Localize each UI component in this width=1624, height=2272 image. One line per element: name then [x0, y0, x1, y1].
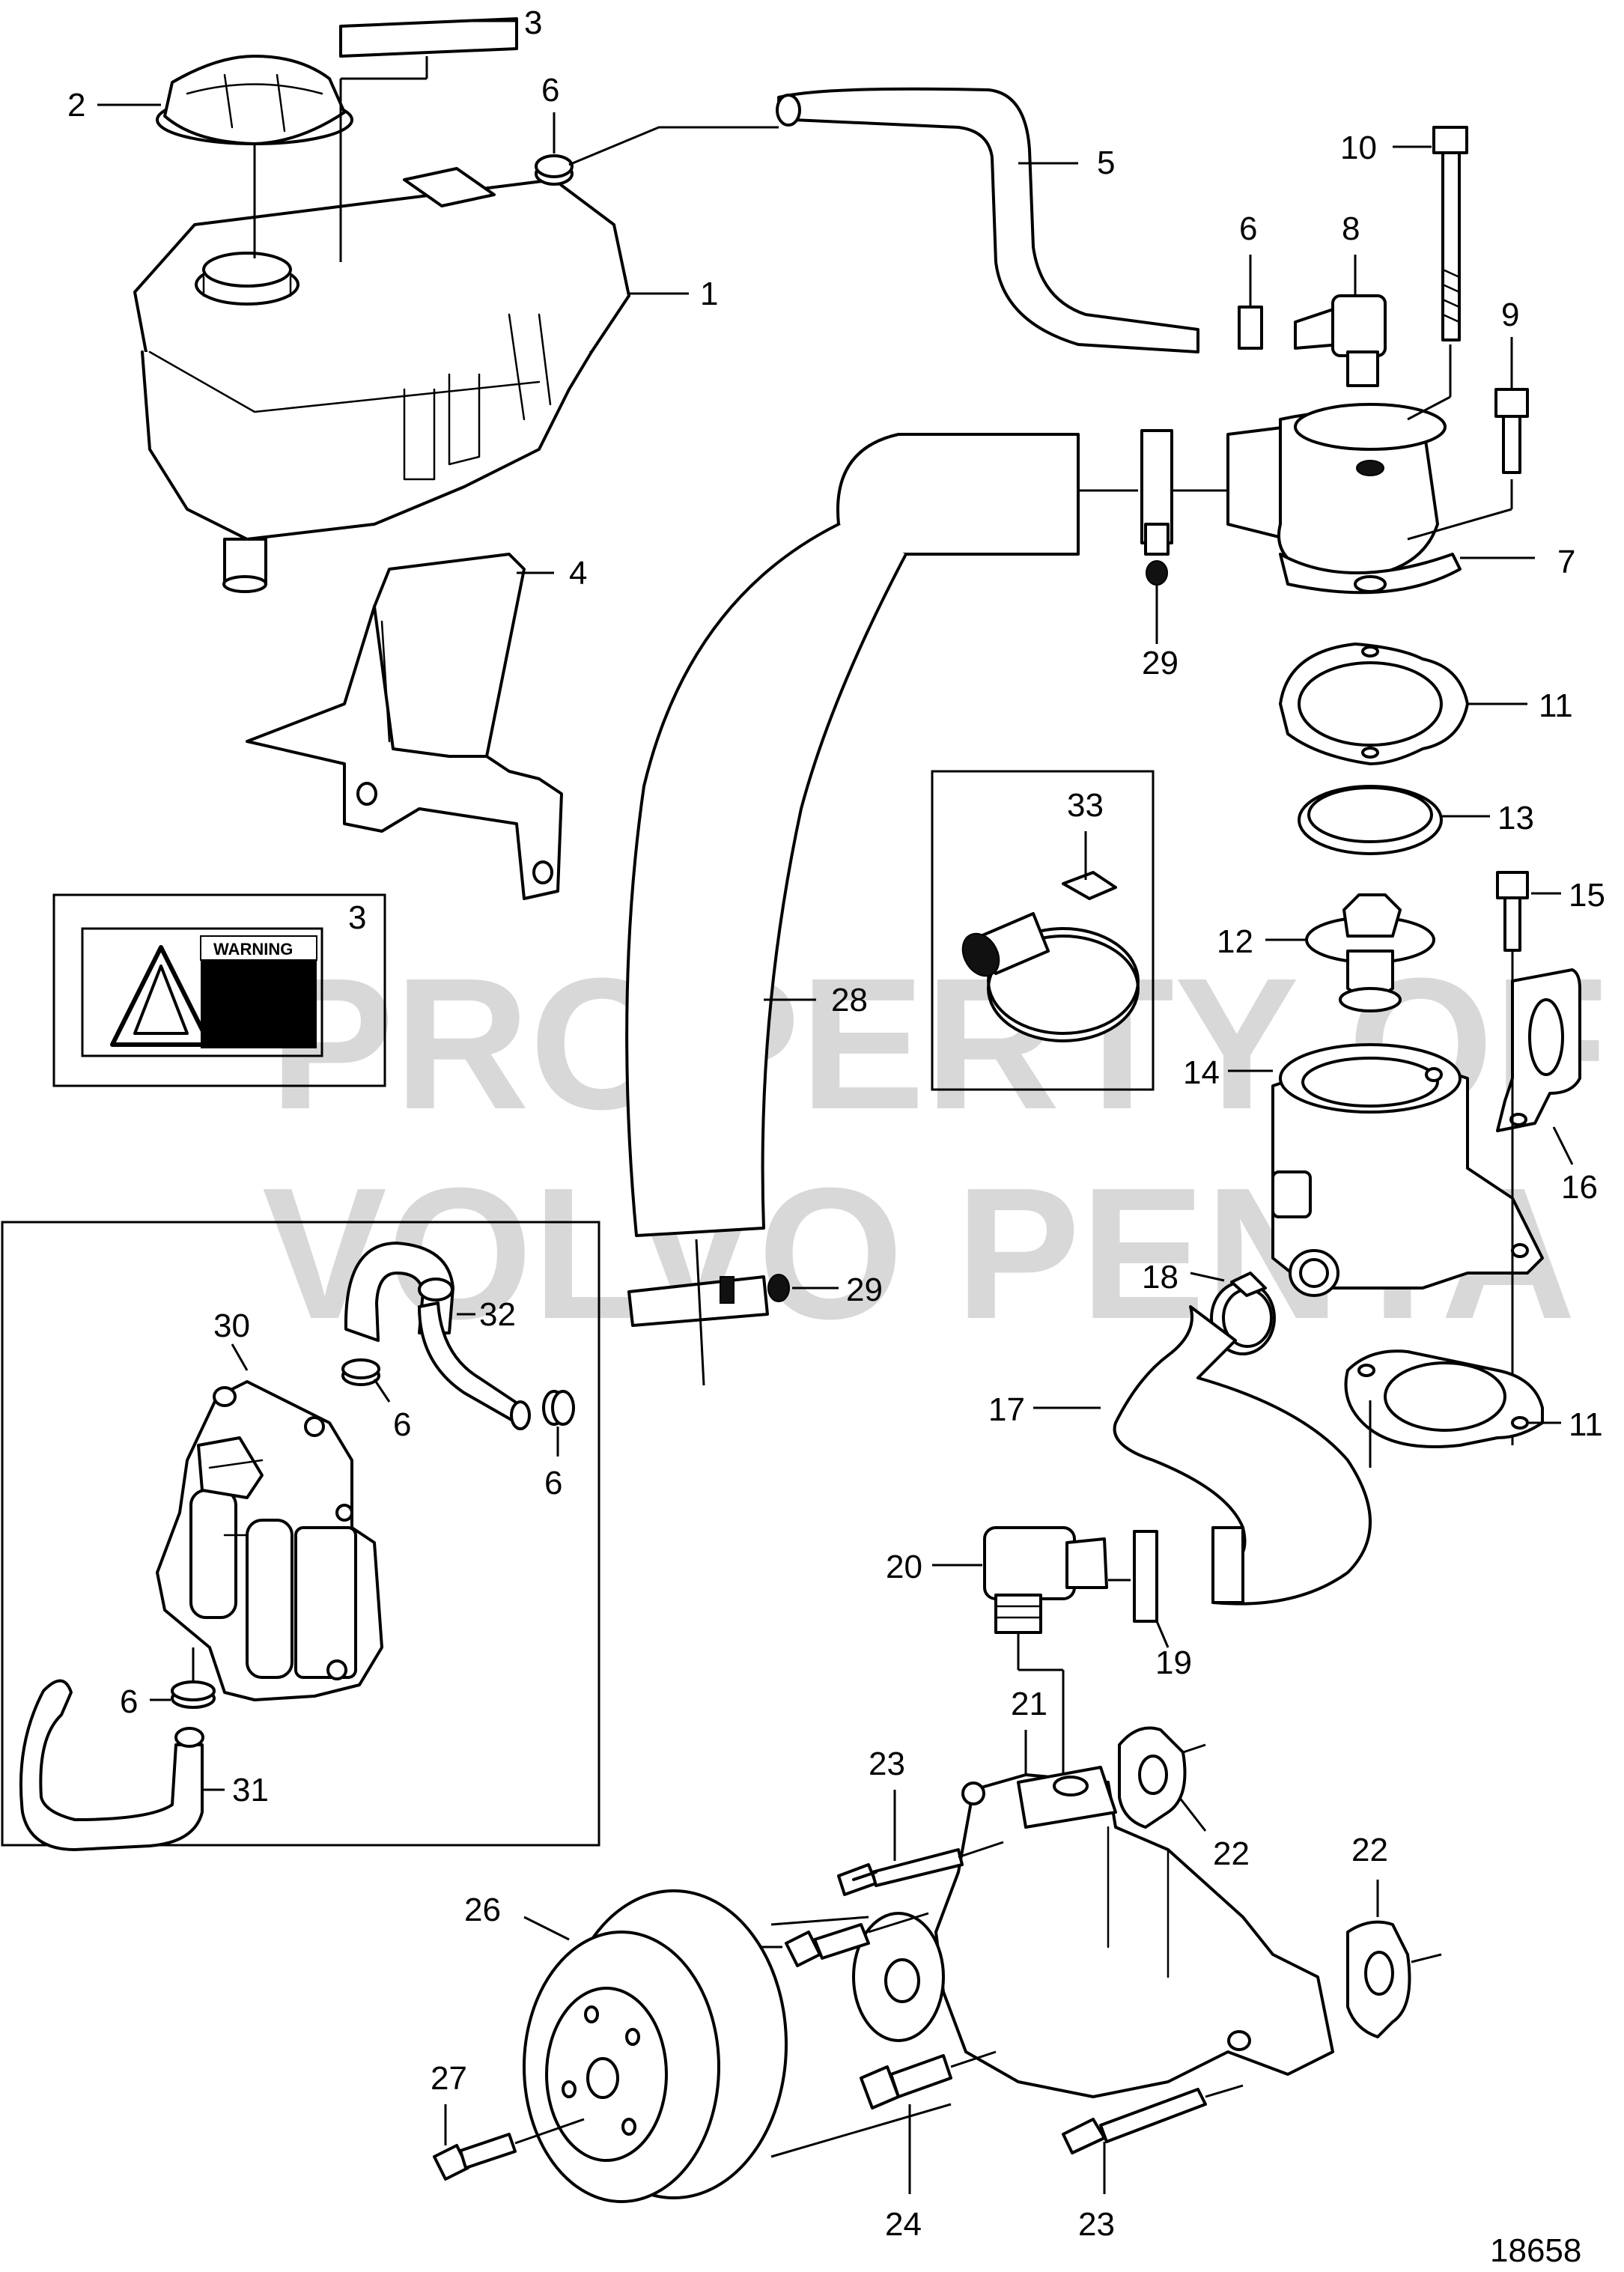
- hose-clamp-19: [1133, 1530, 1158, 1623]
- callout-3-box: 3: [348, 899, 366, 936]
- gasket-top: [1279, 643, 1469, 765]
- hose-clamp-8: [1238, 306, 1263, 350]
- pulley: [523, 1889, 788, 2203]
- tank-bracket: [246, 553, 563, 900]
- elbow-fitting: [1294, 294, 1387, 387]
- hose-clamp-inset-right: [542, 1390, 575, 1426]
- clamp-inset-box: [931, 770, 1155, 1091]
- callout-29-top: 29: [1142, 645, 1179, 681]
- callout-29-lower: 29: [846, 1272, 883, 1308]
- callout-30: 30: [213, 1307, 250, 1344]
- callout-27: 27: [431, 2060, 467, 2097]
- callout-11-top: 11: [1539, 687, 1573, 724]
- callout-23-lower: 23: [1078, 2206, 1115, 2243]
- long-bolt: [1432, 126, 1468, 341]
- callout-33: 33: [1067, 787, 1104, 824]
- bypass-hose: [625, 433, 1080, 1237]
- stud-23-upper: [837, 1848, 964, 1896]
- callout-13: 13: [1497, 800, 1534, 836]
- callout-6-top: 6: [541, 72, 559, 109]
- callout-10: 10: [1340, 130, 1377, 166]
- callout-3-top: 3: [524, 4, 542, 41]
- vent-hose: [776, 87, 1199, 353]
- bolt-27: [433, 2133, 517, 2181]
- fuel-pump-inset-box: [1, 1221, 600, 1847]
- hose-31: [19, 1679, 204, 1851]
- callout-22-upper: 22: [1213, 1835, 1250, 1872]
- bolt-25: [785, 1923, 870, 1967]
- decal-sheet: [339, 17, 518, 58]
- elbow-20: [983, 1526, 1108, 1634]
- bolt-15: [1496, 871, 1529, 952]
- lifting-bracket: [1496, 968, 1581, 1132]
- callout-17: 17: [988, 1391, 1025, 1428]
- callout-32: 32: [479, 1296, 516, 1333]
- coolant-hose-17: [1113, 1305, 1372, 1606]
- callout-6-inset-right: 6: [544, 1465, 562, 1501]
- callout-6-right: 6: [1239, 210, 1257, 247]
- callout-31: 31: [232, 1772, 269, 1808]
- callout-1: 1: [700, 276, 718, 312]
- callout-4: 4: [569, 555, 587, 592]
- callout-2: 2: [67, 87, 85, 124]
- callout-22-lower: 22: [1351, 1832, 1388, 1868]
- bolt-24: [860, 2054, 952, 2110]
- hose-clamp-top: [535, 154, 574, 186]
- fuel-pump-assembly: [156, 1380, 383, 1701]
- o-ring: [1298, 785, 1443, 855]
- callout-21: 21: [1011, 1686, 1047, 1722]
- hose-clamp-inset-left: [341, 1358, 380, 1386]
- pump-gasket-lower: [1346, 1920, 1411, 2038]
- bolt-9: [1494, 388, 1529, 474]
- callout-18: 18: [1142, 1259, 1179, 1296]
- callout-14: 14: [1183, 1054, 1220, 1091]
- callout-28: 28: [831, 982, 868, 1018]
- callout-9: 9: [1501, 297, 1519, 333]
- filler-cap: [156, 55, 353, 145]
- callout-5: 5: [1097, 145, 1115, 181]
- callout-11-lower: 11: [1569, 1406, 1603, 1443]
- callout-19: 19: [1155, 1644, 1192, 1681]
- hose-clamp-29-top: [1140, 429, 1173, 586]
- hose-clamp-29-lower: [627, 1274, 790, 1327]
- callout-6-inset-left: 6: [393, 1406, 411, 1443]
- warning-label-text: WARNING: [213, 940, 293, 959]
- pump-gasket-upper: [1118, 1726, 1187, 1829]
- figure-number: 18658: [1490, 2232, 1581, 2269]
- callout-12: 12: [1217, 923, 1253, 960]
- callout-16: 16: [1561, 1169, 1598, 1206]
- thermostat-housing: [1271, 1043, 1544, 1297]
- callout-23-upper: 23: [869, 1746, 905, 1782]
- hose-clamp-inset-lower: [171, 1680, 216, 1709]
- callout-6-inset-lower: 6: [120, 1683, 138, 1720]
- hose-32: [344, 1242, 531, 1430]
- warning-decal-box: WARNING: [52, 893, 386, 1087]
- callout-8: 8: [1342, 210, 1360, 247]
- gasket-lower: [1344, 1349, 1544, 1448]
- water-pump: [852, 1766, 1334, 2098]
- callout-26: 26: [464, 1892, 501, 1928]
- callout-7: 7: [1557, 544, 1575, 580]
- callout-20: 20: [886, 1549, 922, 1585]
- callout-24: 24: [885, 2206, 922, 2243]
- stud-23-lower: [1062, 2088, 1207, 2154]
- expansion-tank: [133, 167, 630, 593]
- thermostat-housing-cover: [1226, 403, 1462, 595]
- callout-15: 15: [1569, 877, 1605, 914]
